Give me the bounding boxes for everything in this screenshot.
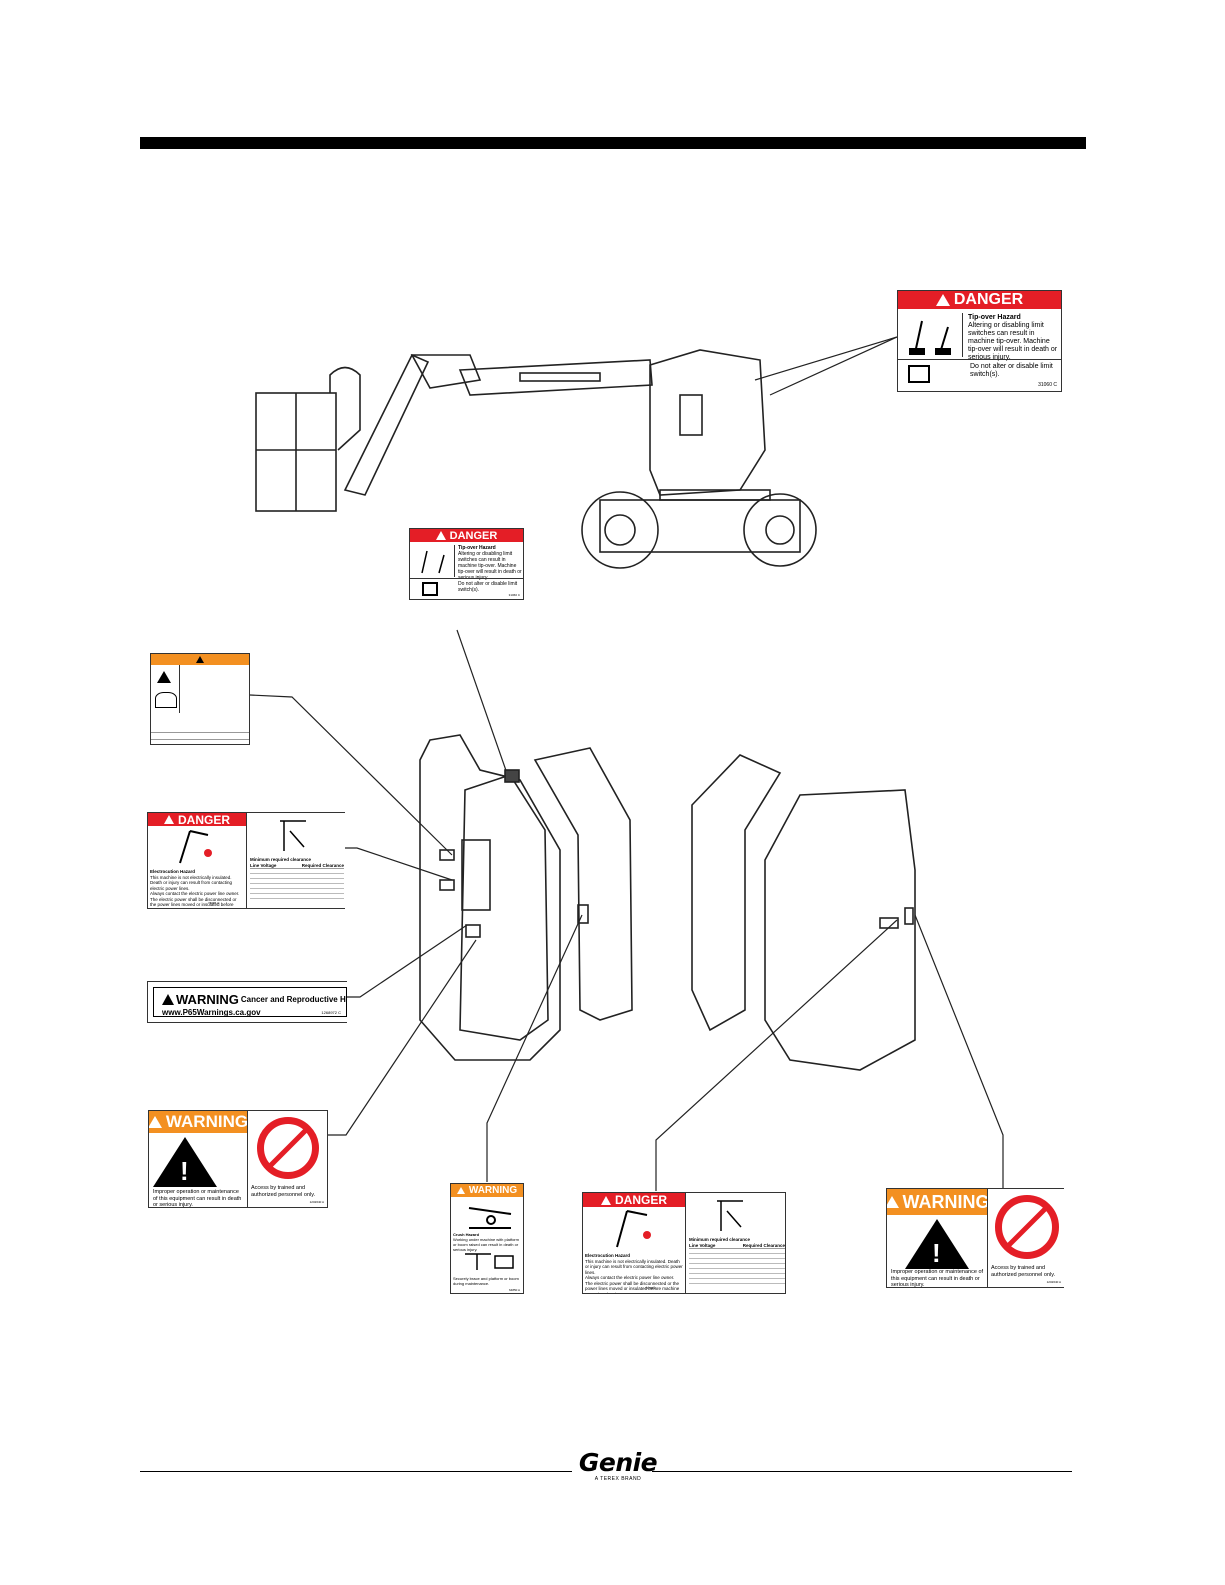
part-number: 31060 C bbox=[1038, 382, 1057, 388]
exclamation-triangle-icon: ! bbox=[153, 1137, 217, 1187]
power-line-pictogram bbox=[280, 820, 306, 851]
footer-rule-left bbox=[140, 1471, 572, 1472]
spec-table bbox=[151, 726, 249, 740]
leader-lines bbox=[249, 336, 1004, 1191]
genie-logo: Genie A TEREX BRAND bbox=[578, 1448, 658, 1483]
danger-electrocution-decal-left: DANGER Electrocution Hazard This machine… bbox=[147, 812, 345, 909]
warning-triangle-icon bbox=[935, 294, 950, 306]
hood-left-front bbox=[419, 734, 561, 1061]
warning-triangle-icon bbox=[163, 815, 174, 824]
hazard-title: Tip-over Hazard bbox=[968, 314, 1021, 321]
header-rule bbox=[140, 137, 1086, 149]
crush-pictogram bbox=[468, 1207, 512, 1229]
electrocution-pictogram bbox=[179, 830, 212, 864]
jib-boom bbox=[343, 353, 430, 496]
no-access-hand-icon bbox=[995, 1195, 1059, 1259]
danger-electrocution-decal-bottom: DANGER Electrocution Hazard This machine… bbox=[582, 1192, 786, 1294]
warning-triangle-icon bbox=[196, 656, 204, 663]
warning-signal: WARNING bbox=[176, 992, 239, 1007]
brand-name: Genie bbox=[578, 1448, 658, 1477]
danger-header: DANGER bbox=[410, 529, 523, 542]
hood-right-side bbox=[691, 754, 782, 1032]
danger-header: DANGER bbox=[898, 291, 1061, 309]
manual-icon bbox=[908, 365, 930, 383]
warning-triangle-icon bbox=[435, 531, 446, 540]
warning-header: WARNING bbox=[149, 1111, 248, 1133]
gauge-icon bbox=[155, 692, 177, 708]
brace-pictogram bbox=[465, 1253, 514, 1270]
warning-triangle-icon bbox=[456, 1187, 465, 1194]
chassis bbox=[599, 499, 801, 553]
warning-crush-decal: WARNING Crush Hazard Working under machi… bbox=[450, 1183, 524, 1294]
warning-access-decal-right: WARNING ! Improper operation or maintena… bbox=[886, 1188, 1064, 1288]
warning-header: WARNING bbox=[887, 1189, 990, 1215]
engine-hoods bbox=[419, 734, 916, 1071]
warning-access-decal-left: WARNING ! Improper operation or maintena… bbox=[148, 1110, 328, 1208]
tipover-pictogram bbox=[900, 313, 963, 357]
rear-wheel bbox=[743, 493, 817, 567]
danger-header: DANGER bbox=[583, 1193, 685, 1207]
caution-table-decal bbox=[150, 653, 250, 745]
boom-lift-drawing bbox=[255, 349, 817, 569]
manual-icon bbox=[422, 582, 438, 596]
brand-tagline: A TEREX BRAND bbox=[594, 1476, 642, 1482]
prop65-text: Cancer and Reproductive Harm - bbox=[240, 995, 347, 1004]
warning-prop65-decal: WARNING Cancer and Reproductive Harm - w… bbox=[147, 981, 347, 1023]
exclamation-triangle-icon: ! bbox=[905, 1219, 969, 1269]
warning-triangle-icon bbox=[887, 1196, 899, 1208]
danger-tipover-decal-large: DANGER Tip-over Hazard Altering or disab… bbox=[897, 290, 1062, 392]
alert-triangle-icon bbox=[157, 670, 171, 688]
warning-header: WARNING bbox=[451, 1184, 523, 1197]
front-wheel bbox=[581, 491, 659, 569]
power-line-pictogram bbox=[717, 1200, 743, 1231]
prop65-url: www.P65Warnings.ca.gov bbox=[162, 1008, 261, 1017]
warning-triangle-icon bbox=[600, 1195, 611, 1205]
footer-rule-right bbox=[652, 1471, 1072, 1472]
no-access-hand-icon bbox=[257, 1117, 319, 1179]
hazard-text: Altering or disabling limit switches can… bbox=[968, 322, 1058, 361]
hood-right-rear bbox=[764, 789, 916, 1071]
danger-header: DANGER bbox=[148, 813, 246, 827]
warning-triangle-icon bbox=[162, 994, 174, 1005]
instruction: Do not alter or disable limit switch(s). bbox=[970, 363, 1053, 378]
hood-left-side bbox=[533, 747, 633, 1021]
warning-triangle-icon bbox=[149, 1116, 162, 1128]
electrocution-pictogram bbox=[616, 1210, 651, 1248]
danger-tipover-decal-small: DANGER Tip-over Hazard Altering or disab… bbox=[409, 528, 524, 600]
turntable bbox=[649, 349, 766, 496]
tipover-pictogram bbox=[412, 545, 455, 577]
caution-header bbox=[151, 654, 249, 665]
main-boom bbox=[458, 359, 653, 396]
